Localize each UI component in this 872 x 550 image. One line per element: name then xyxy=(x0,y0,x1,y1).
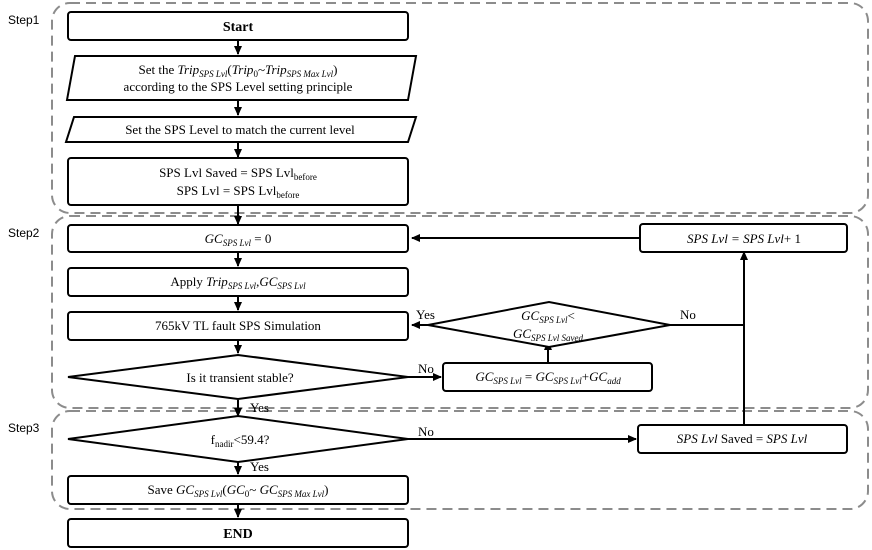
level-saved-label: SPS Lvl Saved = SPS Lvl xyxy=(677,431,808,446)
step1-region xyxy=(51,2,869,214)
start-node xyxy=(67,11,409,41)
end-node xyxy=(67,518,409,548)
fnadir-yes-label: Yes xyxy=(250,459,269,474)
set-trip-line2: according to the SPS Level setting princ… xyxy=(124,79,353,94)
gc-init-node xyxy=(67,224,409,253)
end-label: END xyxy=(223,527,253,542)
simulation-label: 765kV TL fault SPS Simulation xyxy=(155,318,321,333)
set-trip-node xyxy=(65,55,418,101)
apply-label: Apply TripSPS Lvl,GCSPS Lvl xyxy=(170,274,306,291)
save-gc-label: Save GCSPS Lvl(GC0~ GCSPS Max Lvl) xyxy=(148,482,329,499)
set-level-label: Set the SPS Level to match the current l… xyxy=(125,122,355,137)
compare-no-label: No xyxy=(680,307,696,322)
transient-label: Is it transient stable? xyxy=(186,370,293,385)
gc-add-label: GCSPS Lvl = GCSPS Lvl+GCadd xyxy=(475,369,621,386)
step2-region xyxy=(51,215,869,409)
gc-init-label: GCSPS Lvl = 0 xyxy=(205,231,272,248)
compare-yes-label: Yes xyxy=(416,307,435,322)
transient-no-label: No xyxy=(418,361,434,376)
fnadir-label: fnadir<59.4? xyxy=(211,432,270,449)
save-gc-node xyxy=(67,475,409,505)
level-increment-node xyxy=(639,223,848,253)
transient-decision xyxy=(67,353,409,401)
step3-region xyxy=(51,410,869,510)
fnadir-no-label: No xyxy=(418,424,434,439)
step1-label: Step1 xyxy=(8,13,40,27)
gc-add-node xyxy=(442,362,653,392)
gc-compare-decision xyxy=(427,300,671,349)
level-saved-node xyxy=(637,424,848,454)
set-level-node xyxy=(64,116,418,143)
level-increment-label: SPS Lvl = SPS Lvl+ 1 xyxy=(687,231,801,246)
simulation-node xyxy=(67,311,409,341)
set-trip-line1: Set the TripSPS Lvl(Trip0~TripSPS Max Lv… xyxy=(138,62,337,79)
saved-node xyxy=(67,157,409,206)
gc-compare-line2: GCSPS Lvl Saved xyxy=(513,326,584,343)
fnadir-decision xyxy=(67,414,409,464)
step3-label: Step3 xyxy=(8,421,40,435)
apply-node xyxy=(67,267,409,297)
step2-label: Step2 xyxy=(8,226,40,240)
start-label: Start xyxy=(223,20,254,35)
saved-line1: SPS Lvl Saved = SPS Lvlbefore xyxy=(159,165,317,182)
transient-yes-label: Yes xyxy=(250,400,269,415)
gc-compare-line1: GCSPS Lvl< xyxy=(521,308,575,325)
saved-line2: SPS Lvl = SPS Lvlbefore xyxy=(177,183,300,200)
